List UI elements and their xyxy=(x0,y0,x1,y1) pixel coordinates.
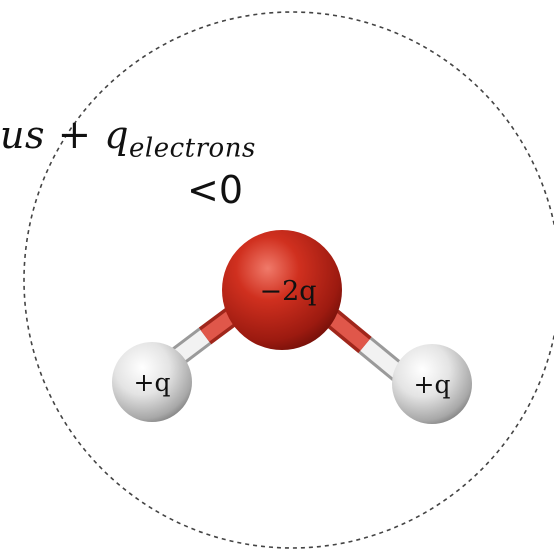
hydrogen-atom-right: +q xyxy=(392,344,472,424)
hydrogen-right-charge-label: +q xyxy=(414,370,451,399)
electron-charge-symbol: q xyxy=(104,113,130,157)
oxygen-atom: −2q xyxy=(222,230,342,350)
plus-operator: + xyxy=(57,112,92,158)
oxygen-charge-label: −2q xyxy=(259,276,316,307)
hydrogen-left-charge-label: +q xyxy=(134,368,171,397)
hydrogen-atom-left: +q xyxy=(112,342,192,422)
molecule-boundary-circle xyxy=(23,11,554,549)
nucleus-term-fragment: us xyxy=(0,113,45,157)
inequality-label: <0 xyxy=(186,168,244,212)
electron-charge-subscript: electrons xyxy=(129,133,256,164)
charge-sum-equation: us + qelectrons xyxy=(0,112,340,172)
